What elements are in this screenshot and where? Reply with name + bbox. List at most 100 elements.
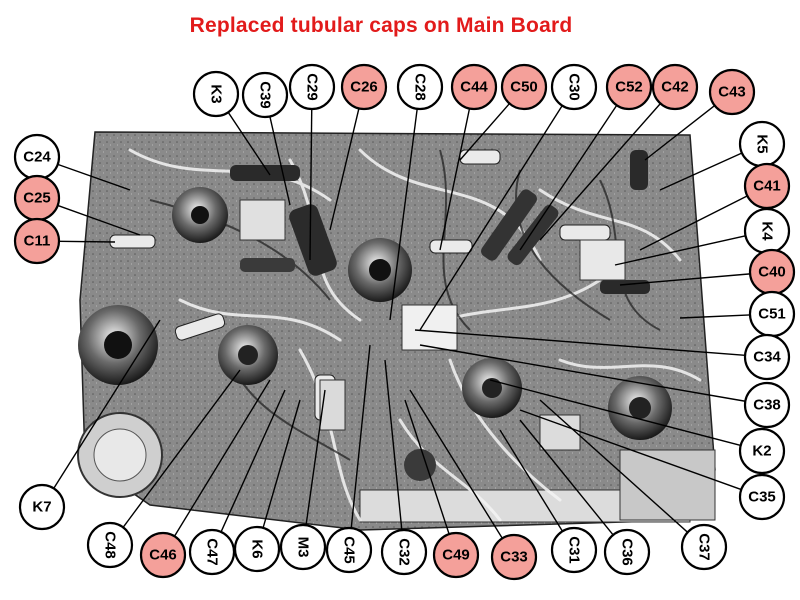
callout-circle-c49 [432,531,480,579]
callout-label-c48: C48 [102,531,119,559]
callout-circle-c43 [708,68,756,116]
leader-line-k2 [489,379,741,447]
callout-label-c24: C24 [23,149,51,166]
callout-c33: C33 [490,533,538,581]
callout-label-k3: K3 [208,84,225,103]
callout-c11: C11 [13,217,61,265]
callout-circle-c37 [680,523,728,571]
leader-line-c52 [519,104,618,251]
callout-label-m3: M3 [295,537,312,558]
leader-line-c30 [419,105,563,331]
callout-c52: C52 [605,63,653,111]
callout-circle-c45 [325,526,373,574]
callout-circle-c34 [743,333,791,381]
callout-label-c36: C36 [619,538,636,566]
callout-label-c32: C32 [396,538,413,566]
leader-lines [53,103,751,539]
callout-k3: K3 [192,70,240,118]
callout-label-k6: K6 [249,539,266,558]
leader-line-c47 [220,389,286,533]
leader-line-c37 [539,399,689,533]
callout-label-c26: C26 [350,79,378,96]
leader-line-c31 [499,429,564,532]
callout-label-k4: K4 [759,221,776,241]
callout-circle-c44 [450,63,498,111]
callout-label-c38: C38 [753,397,781,414]
callout-circle-c26 [340,63,388,111]
leader-line-c40 [619,273,751,286]
leader-line-c38 [419,344,746,402]
leader-line-c32 [384,359,403,531]
callout-label-c41: C41 [753,178,781,195]
callout-label-c34: C34 [753,349,781,366]
diagram-title: Replaced tubular caps on Main Board [189,14,573,37]
callout-circle-c42 [651,63,699,111]
callout-label-c30: C30 [566,73,583,101]
callout-c30: C30 [550,63,598,111]
callout-label-c42: C42 [661,79,689,96]
callout-label-c40: C40 [758,264,786,281]
callout-c39: C39 [241,71,289,119]
callout-c46: C46 [139,531,187,579]
callout-c29: C29 [288,63,336,111]
callout-circle-c30 [550,63,598,111]
callout-label-c35: C35 [748,489,776,506]
callout-label-c52: C52 [615,79,643,96]
callout-label-c11: C11 [24,233,51,250]
callout-k2: K2 [738,427,786,475]
callout-circle-c11 [13,217,61,265]
callout-label-k5: K5 [754,134,771,153]
leader-line-c36 [519,419,614,536]
leader-line-c44 [439,108,471,251]
vacuum-tube-sockets [77,187,672,498]
leader-line-k7 [53,319,161,489]
callout-label-k2: K2 [752,443,771,460]
leader-line-c24 [57,163,131,191]
callout-label-c43: C43 [718,84,746,101]
callout-c26: C26 [340,63,388,111]
circuit-board-photo [77,131,716,531]
callout-k7: K7 [18,483,66,531]
callout-circle-c32 [380,528,428,576]
callout-circle-c38 [743,381,791,429]
callout-label-c49: C49 [442,547,470,564]
callout-c51: C51 [748,290,796,338]
leader-line-m3 [305,389,326,526]
callout-c40: C40 [748,248,796,296]
callout-label-c31: C31 [566,536,583,564]
callout-c47: C47 [188,528,236,576]
callout-c34: C34 [743,333,791,381]
callout-label-c28: C28 [412,73,429,101]
callout-circle-c47 [188,528,236,576]
leader-line-c35 [519,409,742,491]
callout-c28: C28 [396,63,444,111]
callout-circle-k3 [192,70,240,118]
callout-circle-c48 [86,521,134,569]
callout-c48: C48 [86,521,134,569]
callout-circle-m3 [279,523,327,571]
callout-k4: K4 [743,207,791,255]
callout-c45: C45 [325,526,373,574]
callout-label-c39: C39 [257,81,274,109]
callout-label-c45: C45 [341,536,358,564]
callout-circle-c52 [605,63,653,111]
leader-line-c33 [409,389,503,539]
callout-c50: C50 [500,63,548,111]
callout-circle-c46 [139,531,187,579]
leader-line-c41 [639,195,748,251]
callout-circle-c36 [603,528,651,576]
callout-circle-c39 [241,71,289,119]
callout-k6: K6 [233,525,281,573]
leader-line-c34 [414,329,746,357]
callout-circle-c50 [500,63,548,111]
callout-c25: C25 [13,174,61,222]
callout-label-c51: C51 [758,306,786,323]
callout-circle-c28 [396,63,444,111]
callout-label-c50: C50 [510,79,538,96]
leader-line-c50 [459,103,511,161]
leader-line-c49 [404,399,450,535]
callout-circle-c33 [490,533,538,581]
leader-line-k3 [227,111,271,176]
